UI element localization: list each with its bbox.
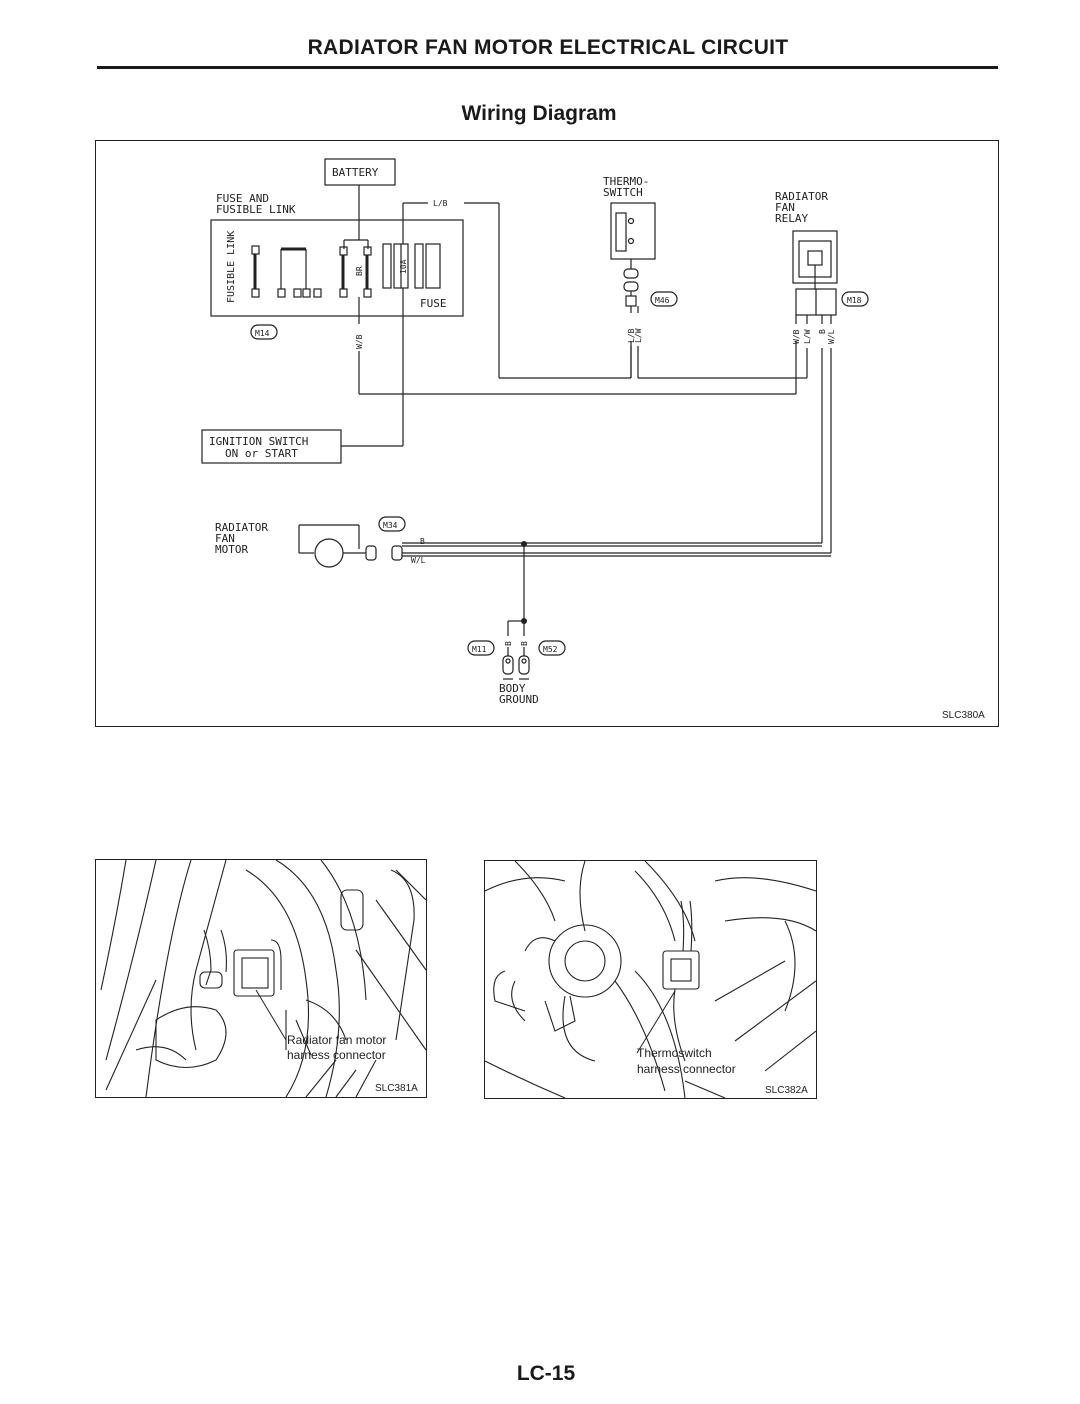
conn-m46-label: M46 [655,296,670,305]
thermo-label-2: SWITCH [603,186,643,199]
conn-m46-badge [650,291,678,307]
diagram-code: SLC380A [942,710,985,721]
ground-label-1: BODY [499,682,526,695]
wiring-diagram-panel: BATTERY FUSE AND FUSIBLE LINK FUSIBLE LI… [95,140,999,727]
conn-m18-badge [841,291,869,307]
wiring-diagram: BATTERY FUSE AND FUSIBLE LINK FUSIBLE LI… [201,158,985,721]
photo1-label-2: harness connector [287,1048,386,1062]
wire-wb-relay-label: W/B [792,329,801,344]
wire-b-motor-label: B [420,537,425,546]
conn-m14-label: M14 [255,329,270,338]
thermo-switch [610,202,656,260]
photo-thermoswitch-connector: Thermoswitch harness connector SLC382A [484,860,817,1099]
fuse-block [210,219,464,317]
fuse-rating-label: 10A [399,259,408,274]
motor-label-3: MOTOR [215,543,248,556]
fusible-link-vertical-label: FUSIBLE LINK [226,231,237,303]
thermo-label-1: THERMO- [603,175,649,188]
page-title: RADIATOR FAN MOTOR ELECTRICAL CIRCUIT [307,36,789,59]
battery-label: BATTERY [332,166,379,179]
relay-label-3: RELAY [775,212,808,225]
conn-m52-label: M52 [543,645,558,654]
page-number: LC-15 [516,1362,576,1385]
conn-m11-label: M11 [472,645,487,654]
wire-br-label: BR [355,266,364,276]
wire-b-ground1-label: B [504,641,513,646]
photo2-label-2: harness connector [637,1062,736,1076]
conn-m14-badge [250,324,278,340]
fan-motor-connector-illustration: Radiator fan motor harness connector SLC… [100,860,426,1097]
photo1-code: SLC381A [375,1083,418,1094]
photo2-code: SLC382A [765,1085,808,1096]
ignition-label-2: ON or START [225,447,298,460]
thermoswitch-connector-illustration: Thermoswitch harness connector SLC382A [485,861,816,1098]
photo2-label-1: Thermoswitch [637,1046,712,1060]
wire-lb-thermo-label: L/B [627,328,636,343]
ground-label-2: GROUND [499,693,539,706]
motor-label-1: RADIATOR [215,521,268,534]
title-rule [97,66,998,69]
wire-wl-motor-label: W/L [411,556,426,565]
conn-m34-badge [378,516,406,532]
wire-lw-relay-label: L/W [803,329,812,344]
conn-m18-label: M18 [847,296,862,305]
conn-m52-badge [538,640,566,656]
ignition-label-1: IGNITION SWITCH [209,435,308,448]
wire-wb-left-label: W/B [355,334,364,349]
fan-motor-icon [314,538,344,568]
battery-box [324,158,396,186]
conn-m34-label: M34 [383,521,398,530]
motor-label-2: FAN [215,532,235,545]
wire-b-relay-label: B [818,329,827,334]
wire-wl-relay-label: W/L [827,329,836,344]
conn-m11-badge [467,640,495,656]
ignition-switch-box [201,429,342,464]
wire-lw-thermo-label: L/W [634,328,643,343]
wire-lb-top-label: L/B [433,199,448,208]
fuse-label: FUSE [420,297,447,310]
fuse-link-label-1: FUSE AND [216,192,269,205]
photo1-label-1: Radiator fan motor [287,1033,386,1047]
fuse-link-label-2: FUSIBLE LINK [216,203,296,216]
relay-label-2: FAN [775,201,795,214]
wire-b-ground2-label: B [520,641,529,646]
section-title: Wiring Diagram [461,102,617,125]
photo-fan-motor-connector: Radiator fan motor harness connector SLC… [95,859,427,1098]
relay-label-1: RADIATOR [775,190,828,203]
